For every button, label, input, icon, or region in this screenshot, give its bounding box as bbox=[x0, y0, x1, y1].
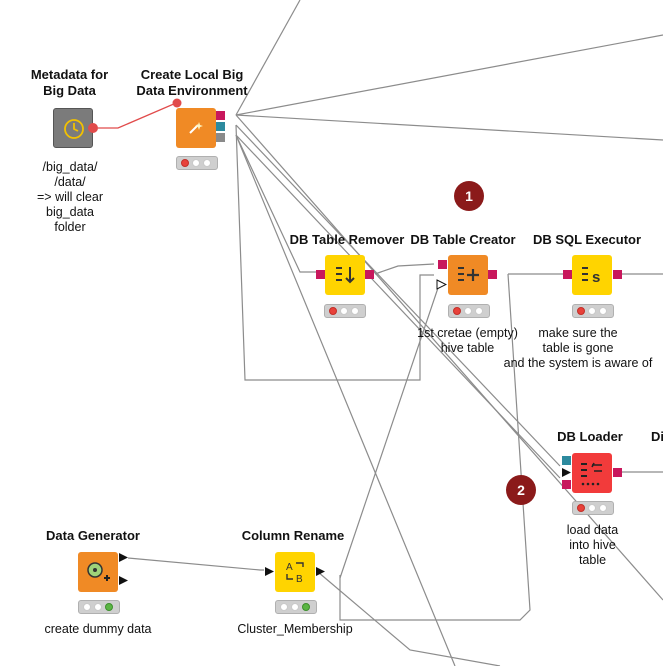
db-out-port[interactable] bbox=[488, 270, 497, 279]
node-status-create-env bbox=[176, 156, 218, 170]
db-in-port[interactable] bbox=[438, 260, 447, 269]
data-generator-node[interactable] bbox=[78, 552, 118, 592]
step-badge-2: 2 bbox=[506, 475, 536, 505]
connection-wire bbox=[339, 281, 441, 579]
node-title-loader-next: Di bbox=[651, 429, 663, 444]
node-status-sql-executor bbox=[572, 304, 614, 318]
connection-wire bbox=[235, 0, 301, 116]
connection-wire bbox=[374, 263, 435, 275]
node-status-loader bbox=[572, 501, 614, 515]
create-env-node[interactable] bbox=[176, 108, 216, 148]
node-status-table-remover bbox=[324, 304, 366, 318]
data-in-port[interactable] bbox=[264, 566, 275, 577]
connection-wire bbox=[235, 114, 663, 601]
wand-icon bbox=[189, 122, 203, 134]
connection-wire bbox=[235, 134, 318, 273]
node-status-column-rename bbox=[275, 600, 317, 614]
node-title-table-creator: DB Table Creator bbox=[410, 232, 516, 247]
connection-wire bbox=[127, 557, 264, 571]
data-out-port[interactable] bbox=[118, 575, 129, 586]
db-in-port[interactable] bbox=[316, 270, 325, 279]
clock-icon bbox=[64, 119, 84, 139]
node-title-loader: DB Loader bbox=[557, 429, 623, 444]
node-status-table-creator bbox=[448, 304, 490, 318]
hdfs-out-port[interactable] bbox=[216, 133, 225, 142]
node-title-table-remover: DB Table Remover bbox=[289, 232, 405, 247]
db-out-port[interactable] bbox=[216, 111, 225, 120]
db-loader-node[interactable] bbox=[572, 453, 612, 493]
svg-text:A: A bbox=[286, 562, 293, 573]
connection-wire bbox=[235, 124, 561, 467]
data-in-port[interactable] bbox=[436, 279, 447, 290]
step-badge-1: 1 bbox=[454, 181, 484, 211]
db-in-port[interactable] bbox=[563, 270, 572, 279]
connection-wire bbox=[235, 34, 663, 116]
node-annotation-sql-executor: make sure the table is gone and the syst… bbox=[503, 326, 653, 370]
node-title-data-generator: Data Generator bbox=[46, 528, 140, 543]
flow-variable-out-port[interactable] bbox=[88, 123, 98, 133]
db-table-create-icon bbox=[458, 267, 479, 281]
node-status-data-generator bbox=[78, 600, 120, 614]
node-annotation-loader: load data into hive table bbox=[566, 523, 619, 567]
connection-wire bbox=[235, 124, 434, 381]
connection-wire bbox=[235, 134, 561, 479]
connection-wire bbox=[235, 134, 456, 666]
node-title-create-env: Create Local Big Data Environment bbox=[136, 67, 248, 98]
db-out-port[interactable] bbox=[365, 270, 374, 279]
db-sql-executor-node[interactable]: s bbox=[572, 255, 612, 295]
connection-wire bbox=[235, 114, 663, 141]
data-in-port[interactable] bbox=[561, 467, 572, 478]
spark-out-port[interactable] bbox=[216, 122, 225, 131]
metadata-component-node[interactable] bbox=[53, 108, 93, 148]
node-title-metadata: Metadata for Big Data bbox=[30, 67, 109, 98]
column-rename-node[interactable]: A B bbox=[275, 552, 315, 592]
db-table-remove-icon bbox=[336, 267, 355, 284]
flow-variable-port bbox=[172, 98, 182, 108]
db-table-remover-node[interactable] bbox=[325, 255, 365, 295]
spark-in-port[interactable] bbox=[562, 456, 571, 465]
node-annotation-column-rename: Cluster_Membership bbox=[237, 622, 353, 636]
db-out-port[interactable] bbox=[613, 270, 622, 279]
rename-icon: A B bbox=[286, 562, 304, 585]
db-out-port[interactable] bbox=[613, 468, 622, 477]
connection-wire bbox=[317, 571, 501, 666]
svg-text:s: s bbox=[592, 269, 600, 286]
db-in-port[interactable] bbox=[562, 480, 571, 489]
flow-variable-wire bbox=[98, 102, 180, 129]
data-out-port[interactable] bbox=[315, 566, 326, 577]
svg-text:B: B bbox=[296, 574, 303, 585]
db-loader-icon bbox=[581, 462, 602, 486]
generator-icon bbox=[87, 562, 110, 581]
node-annotation-data-generator: create dummy data bbox=[44, 622, 152, 636]
node-annotation-metadata: /big_data/ /data/ => will clear big_data… bbox=[37, 160, 103, 234]
db-table-creator-node[interactable] bbox=[448, 255, 488, 295]
data-out-port[interactable] bbox=[118, 552, 129, 563]
node-title-column-rename: Column Rename bbox=[241, 528, 345, 543]
node-title-sql-executor: DB SQL Executor bbox=[532, 232, 642, 247]
db-sql-icon: s bbox=[582, 267, 600, 286]
node-annotation-table-creator: 1st cretae (empty) hive table bbox=[417, 326, 518, 355]
